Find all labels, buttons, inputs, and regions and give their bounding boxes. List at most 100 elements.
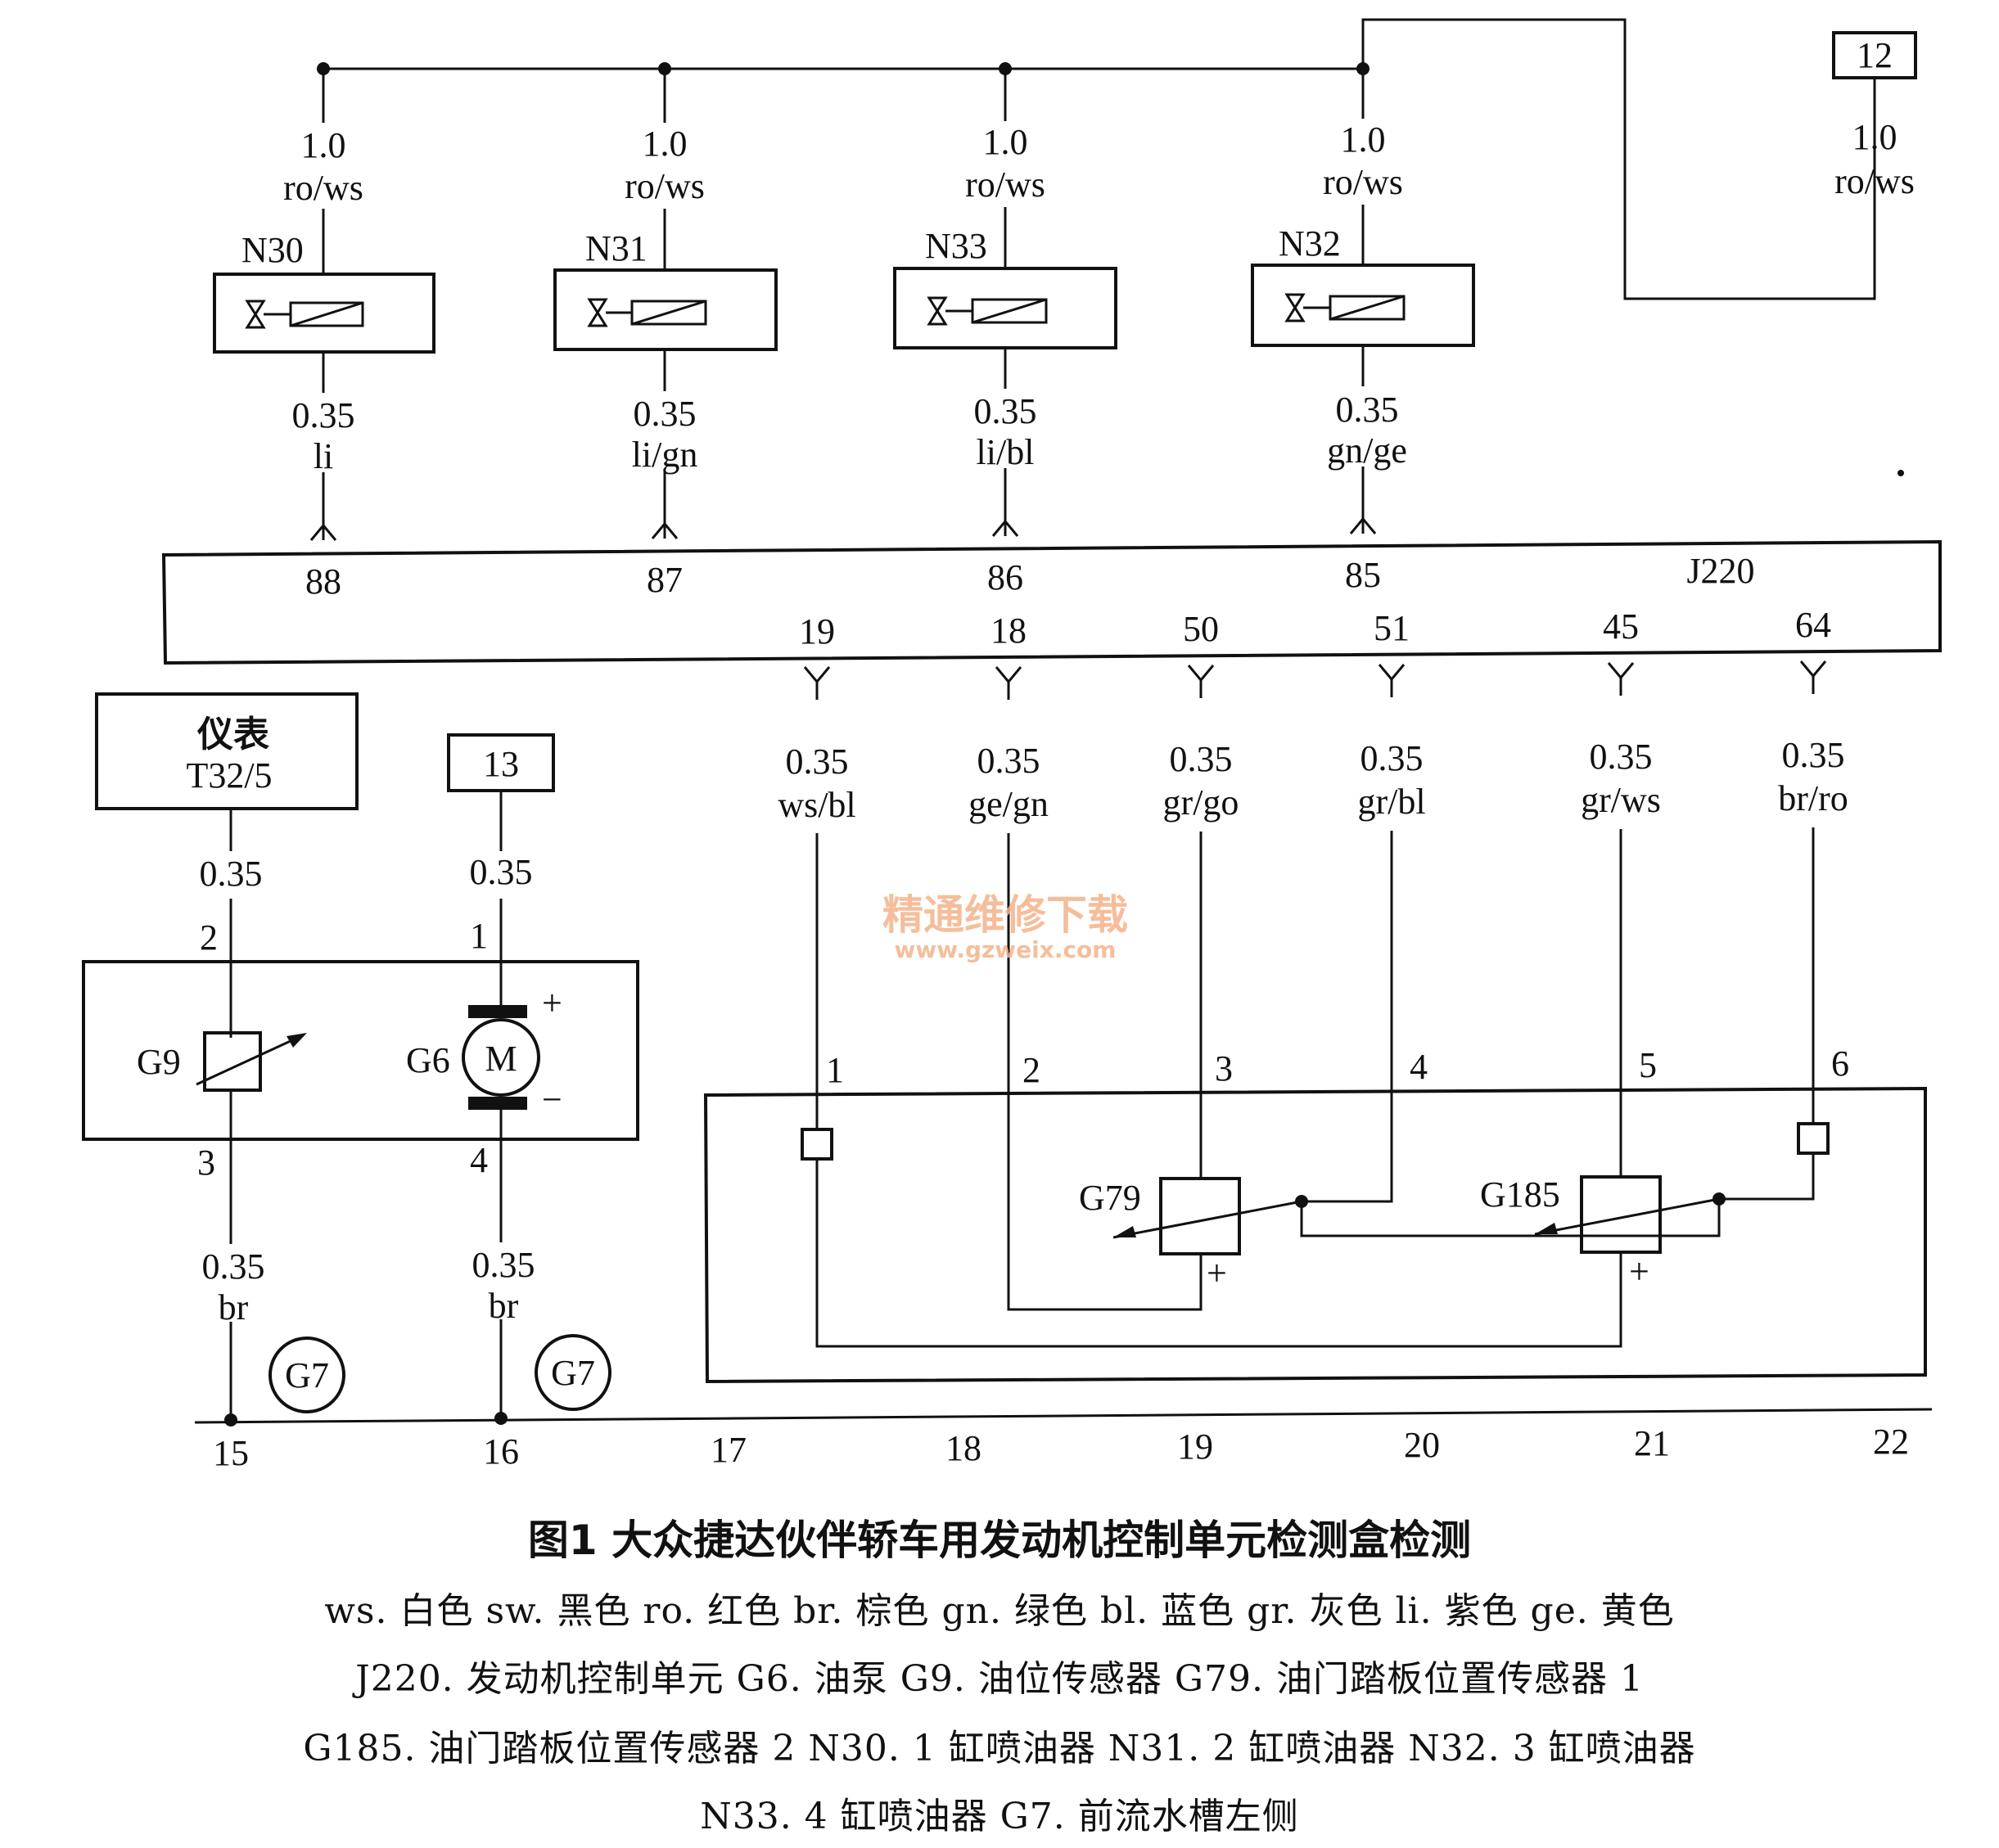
test-socket-1 (801, 1128, 833, 1161)
ecu-pin-45-color: gr/ws (1581, 780, 1661, 820)
terminal-12-label: 12 (1857, 35, 1893, 75)
n30-label: N30 (241, 230, 304, 270)
ground-g7-1 (268, 1336, 345, 1413)
ecu-pin-19: 19 0.35 ws/bl (778, 611, 856, 1129)
ecu-pin-64-size: 0.35 (1782, 735, 1845, 775)
instrument-connector: T32/5 (186, 755, 272, 796)
ecu-pin-19-color: ws/bl (778, 785, 855, 825)
instrument-t32: 仪表 T32/5 0.35 2 (95, 692, 359, 1038)
g79-plus: + (1207, 1253, 1227, 1293)
watermark-url: www.gzweix.com (895, 936, 1117, 963)
box-pin-3: 3 (1215, 1048, 1233, 1089)
ecu-j220: J220 (161, 539, 1942, 665)
coordinate-line: 15 16 17 18 19 20 21 22 (194, 1408, 1933, 1473)
caption-legend-line3: G185. 油门踏板位置传感器 2 N30. 1 缸喷油器 N31. 2 缸喷油… (303, 1728, 1696, 1769)
caption-legend-line4: N33. 4 缸喷油器 G7. 前流水槽左侧 (700, 1796, 1299, 1837)
ecu-pin-45: 45 0.35 gr/ws (1581, 606, 1661, 1177)
coord-18: 18 (945, 1428, 981, 1468)
g9-ground-size: 0.35 (202, 1246, 265, 1287)
coord-15: 15 (213, 1433, 249, 1473)
fuel-unit-grounds: 3 4 0.35 br 0.35 br G7 G7 (197, 1139, 611, 1420)
ecu-pin-51-label: 51 (1374, 608, 1410, 648)
ground-g7-2 (535, 1334, 611, 1411)
ecu-pin-64-color: br/ro (1778, 778, 1848, 818)
box-pin-5: 5 (1639, 1045, 1657, 1085)
terminal-12-color: ro/ws (1834, 161, 1915, 201)
n33-pin: 86 (987, 557, 1023, 597)
coord-19: 19 (1177, 1427, 1213, 1467)
g6-pin-top: 1 (470, 916, 488, 956)
watermark: 精通维修下载 www.gzweix.com (882, 891, 1128, 963)
ecu-pin-45-label: 45 (1603, 606, 1639, 647)
supply-bus (317, 18, 1876, 300)
n31-pin: 87 (647, 560, 683, 600)
n32-label: N32 (1279, 223, 1341, 264)
g185-label: G185 (1480, 1174, 1560, 1215)
ecu-pin-18-color: ge/gn (968, 784, 1049, 824)
g6-pin-bottom: 4 (470, 1140, 488, 1180)
n31-in-color: ro/ws (625, 166, 705, 206)
injector-n33: 1.0 ro/ws N33 0.35 li/bl 86 (893, 69, 1117, 597)
g6-ground-size: 0.35 (472, 1245, 535, 1285)
n31-out-size: 0.35 (634, 394, 697, 434)
terminal-12-size: 1.0 (1852, 117, 1897, 157)
n30-pin: 88 (305, 561, 341, 602)
n33-out-size: 0.35 (974, 391, 1037, 431)
coord-20: 20 (1404, 1425, 1440, 1465)
g79-label: G79 (1079, 1178, 1141, 1218)
ecu-pin-50-color: gr/go (1163, 782, 1239, 823)
box-pin-4: 4 (1410, 1047, 1428, 1087)
terminal-13: 13 0.35 1 (447, 733, 555, 1007)
n31-in-size: 1.0 (643, 124, 688, 164)
ecu-pin-51: 51 0.35 gr/bl (1302, 608, 1426, 1203)
n31-out-color: li/gn (632, 435, 698, 475)
ecu-pin-64-label: 64 (1795, 605, 1831, 645)
g9-pin-top: 2 (200, 917, 218, 958)
ground-g7-2-label: G7 (551, 1353, 595, 1393)
ecu-pin-51-color: gr/bl (1357, 782, 1425, 822)
g9-pin-bottom: 3 (197, 1143, 215, 1183)
pump-motor-symbol: M (485, 1039, 517, 1079)
ground-g7-1-label: G7 (285, 1355, 329, 1395)
n32-in-size: 1.0 (1341, 119, 1386, 160)
coord-17: 17 (711, 1430, 747, 1470)
ecu-pin-19-label: 19 (799, 611, 835, 651)
n30-out-size: 0.35 (292, 395, 355, 435)
n33-out-color: li/bl (977, 432, 1035, 472)
n32-out-color: gn/ge (1327, 430, 1407, 471)
pedal-sensor-box: 1 2 3 4 5 6 G79 + G185 + (703, 1043, 1927, 1384)
ecu-pin-45-size: 0.35 (1590, 737, 1653, 777)
caption-color-legend: ws. 白色 sw. 黑色 ro. 红色 br. 棕色 gn. 绿色 bl. 蓝… (324, 1590, 1675, 1632)
injector-n31: 1.0 ro/ws N31 0.35 li/gn 87 (553, 69, 778, 600)
g6-label: G6 (406, 1040, 450, 1080)
terminal-13-label: 13 (483, 744, 519, 784)
ecu-label: J220 (1686, 551, 1754, 591)
n33-in-color: ro/ws (965, 165, 1045, 205)
test-socket-6 (1797, 1122, 1830, 1155)
ecu-pin-19-size: 0.35 (786, 741, 849, 782)
injector-n30: 1.0 ro/ws N30 0.35 li 88 (213, 69, 435, 602)
n32-out-size: 0.35 (1336, 390, 1399, 430)
pump-wire-size: 0.35 (470, 852, 533, 892)
box-pin-6: 6 (1831, 1043, 1849, 1084)
instrument-wire-size: 0.35 (200, 854, 263, 894)
caption-title: 图1 大众捷达伙伴轿车用发动机控制单元检测盒检测 (527, 1517, 1472, 1564)
n31-label: N31 (585, 228, 648, 268)
watermark-cn: 精通维修下载 (882, 891, 1128, 939)
ecu-pin-64: 64 0.35 br/ro (1778, 605, 1848, 1125)
sensor-g185 (1580, 1175, 1662, 1254)
coord-16: 16 (483, 1431, 519, 1472)
box-pin-1: 1 (826, 1050, 844, 1090)
ecu-pin-18: 18 0.35 ge/gn (968, 611, 1049, 1129)
terminal-12: 12 1.0 ro/ws (1832, 31, 1917, 201)
g6-plus: + (542, 983, 562, 1023)
injector-n32: 1.0 ro/ws N32 0.35 gn/ge 85 (1251, 69, 1475, 595)
coord-22: 22 (1873, 1422, 1909, 1462)
n33-label: N33 (925, 226, 987, 266)
speck-dot (1897, 470, 1904, 476)
g185-plus: + (1629, 1251, 1649, 1291)
instrument-label: 仪表 (196, 714, 269, 755)
n32-in-color: ro/ws (1323, 162, 1403, 202)
fuel-unit-box: G9 M G6 + − (82, 960, 639, 1141)
